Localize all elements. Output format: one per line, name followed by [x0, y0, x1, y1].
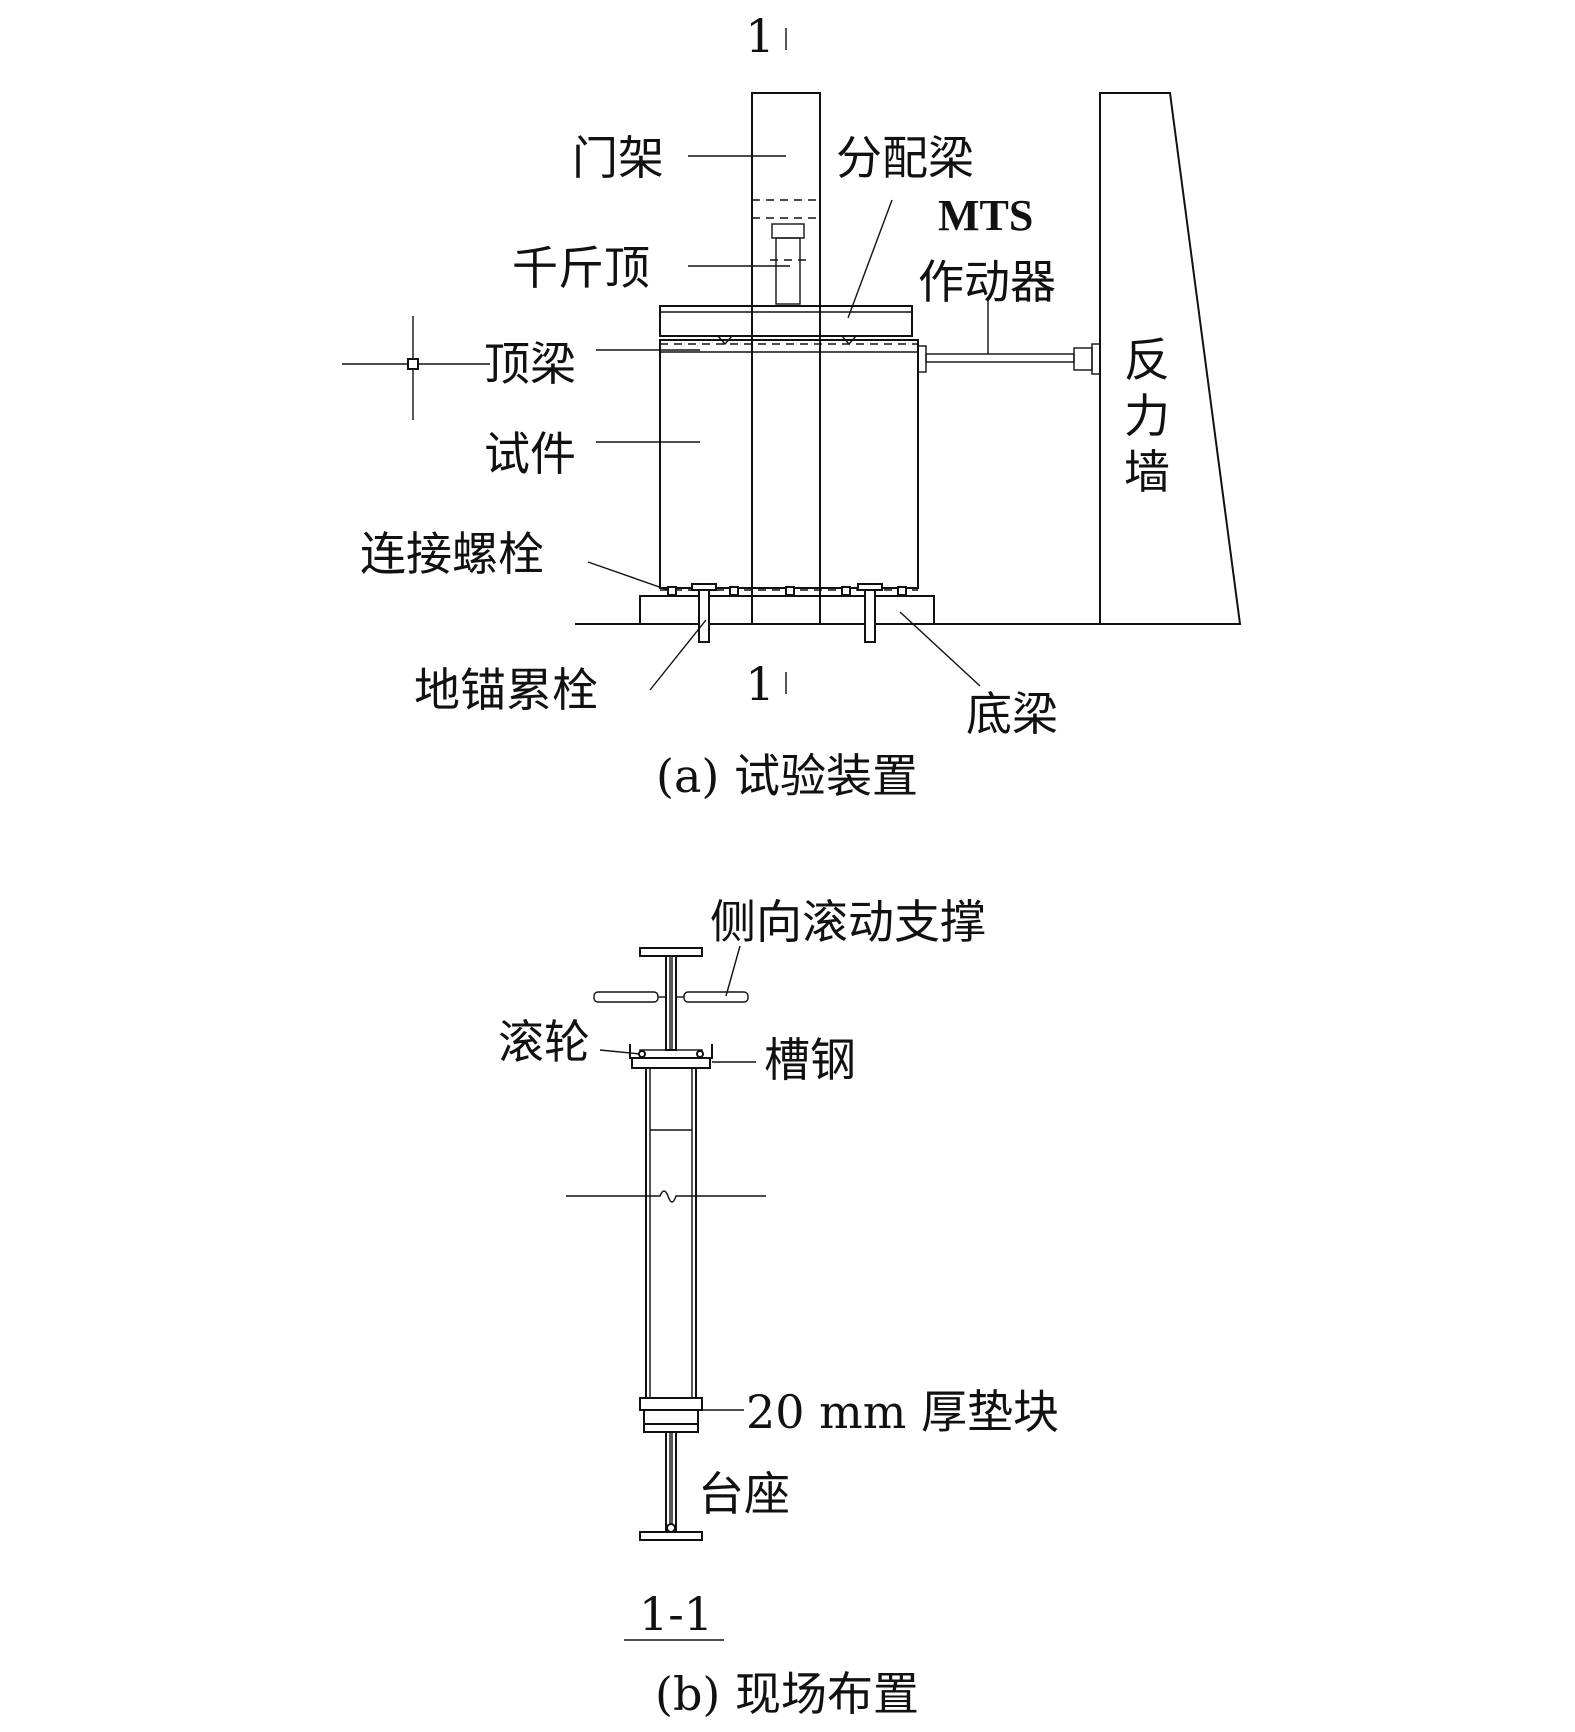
label-distribution-beam: 分配梁 — [836, 131, 974, 185]
lateral-roller-support — [593, 991, 749, 1003]
crosshair-marker — [342, 316, 490, 420]
label-specimen: 试件 — [484, 427, 576, 481]
label-reaction-wall-3: 墙 — [1124, 445, 1170, 499]
label-pedestal: 台座 — [698, 1467, 790, 1521]
ground-anchor-bolts — [691, 583, 883, 643]
leader-lines — [587, 155, 989, 691]
label-reaction-wall-2: 力 — [1124, 389, 1170, 443]
label-roller: 滚轮 — [498, 1015, 590, 1069]
label-connecting-bolt: 连接螺栓 — [360, 527, 544, 581]
label-mts: MTS — [938, 191, 1033, 240]
label-pad-block: 20 mm 厚垫块 — [746, 1385, 1059, 1439]
distribution-beam — [659, 305, 913, 337]
section-title: 1-1 — [639, 1587, 713, 1641]
label-gantry: 门架 — [572, 131, 664, 185]
base-beam — [639, 595, 935, 625]
specimen — [659, 339, 919, 589]
label-channel-steel: 槽钢 — [764, 1033, 856, 1087]
figure-b-drawing — [566, 945, 766, 1641]
label-ground-anchor-bolt: 地锚累栓 — [414, 663, 598, 717]
label-lateral-roller-support: 侧向滚动支撑 — [710, 895, 986, 949]
specimen-section — [566, 1067, 766, 1399]
label-base-beam: 底梁 — [966, 687, 1058, 741]
section-mark-bottom: 1 — [745, 657, 774, 711]
mts-actuator — [917, 343, 1101, 375]
figure-a-drawing — [342, 28, 1242, 694]
reaction-wall — [1099, 92, 1242, 625]
caption-a: (a) 试验装置 — [656, 749, 918, 803]
label-jack: 千斤顶 — [512, 241, 650, 295]
pad-and-pedestal — [639, 1397, 703, 1541]
channel-steel — [629, 1044, 713, 1069]
gantry-column — [751, 92, 821, 625]
top-i-section — [639, 947, 703, 1051]
section-mark-top: 1 — [745, 9, 774, 63]
caption-b: (b) 现场布置 — [655, 1667, 919, 1721]
label-actuator: 作动器 — [918, 255, 1056, 309]
label-top-beam: 顶梁 — [484, 337, 576, 391]
jack — [770, 223, 806, 305]
leader-lines-b — [599, 945, 756, 1411]
label-reaction-wall-1: 反 — [1124, 333, 1170, 387]
